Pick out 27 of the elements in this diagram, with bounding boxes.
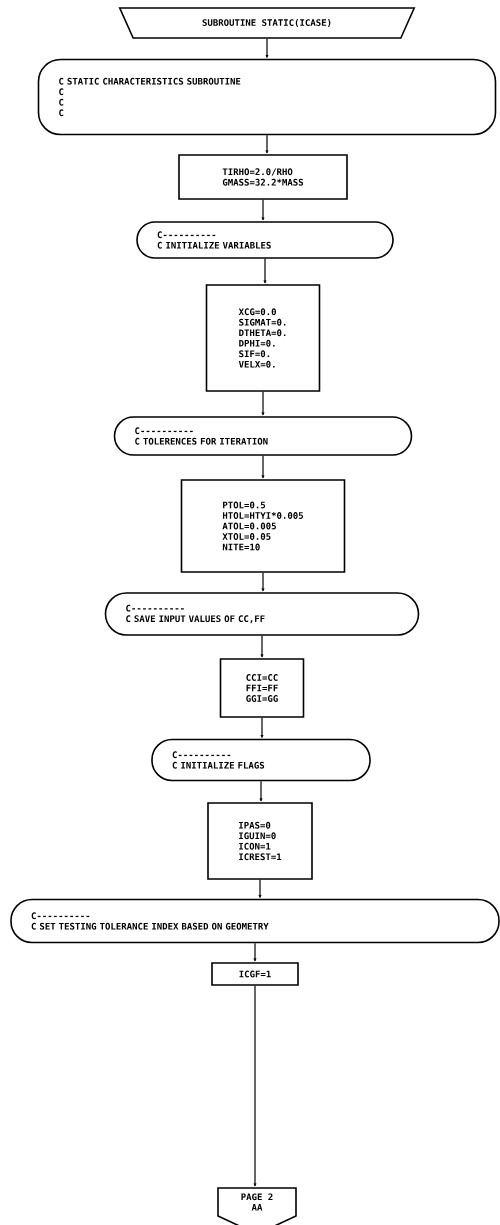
arrow	[261, 391, 265, 416]
arrow	[253, 942, 257, 962]
start-terminal: SUBROUTINE STATIC(ICASE)	[118, 7, 416, 39]
comment-box: C---------- C SAVE INPUT VALUES OF CC,FF	[104, 592, 420, 636]
comment-box: C---------- C INITIALIZE FLAGS	[151, 738, 371, 782]
process-box: ICGF=1	[211, 962, 299, 986]
arrow	[265, 38, 269, 58]
comment-box: C STATIC CHARACTERISTICS SUBROUTINE C C C	[37, 58, 497, 136]
arrow	[261, 572, 265, 592]
process-box: IPAS=0 IGUIN=0 ICON=1 ICREST=1	[207, 802, 313, 880]
off-page-connector: PAGE 2 AA	[217, 1187, 297, 1225]
process-box: TIRHO=2.0/RHO GMASS=32.2*MASS	[178, 154, 348, 200]
comment-box: C---------- C TOLERENCES FOR ITERATION	[113, 416, 413, 456]
arrow	[258, 879, 262, 898]
comment-box: C---------- C SET TESTING TOLERANCE INDEX BASED ON GEOMETRY	[10, 898, 500, 944]
arrow	[260, 717, 264, 738]
arrow	[259, 780, 263, 802]
arrow	[253, 985, 257, 1187]
arrow	[261, 199, 265, 221]
arrow	[261, 455, 265, 479]
process-box: CCI=CC FFI=FF GGI=GG	[219, 658, 305, 718]
arrow	[260, 635, 264, 658]
process-box: PTOL=0.5 HTOL=HTYI*0.005 ATOL=0.005 XTOL=0.05 NITE=10	[180, 479, 346, 573]
comment-box: C---------- C INITIALIZE VARIABLES	[136, 221, 394, 259]
arrow	[265, 134, 269, 154]
arrow	[263, 258, 267, 284]
process-box: XCG=0.0 SIGMAT=0. DTHETA=0. DPHI=0. SIF=0. VELX=0.	[205, 284, 321, 392]
